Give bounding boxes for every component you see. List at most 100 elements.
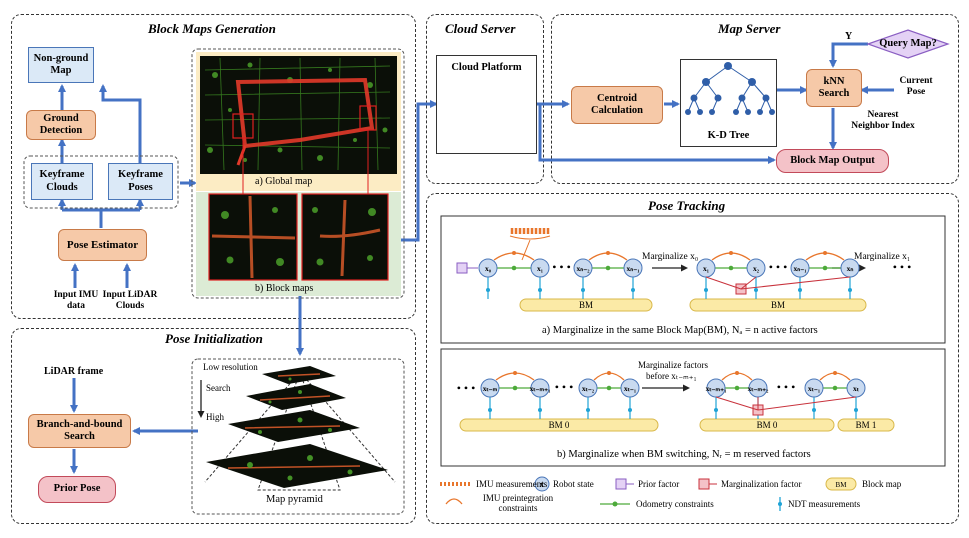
marg-before-1: Marginalize factors	[638, 360, 709, 370]
odometry-point	[832, 385, 838, 391]
robot-state-label: xₙ₋₁	[627, 264, 640, 273]
legend-block-map: Block map	[862, 479, 902, 489]
input-imu-label: Input IMU data	[53, 290, 99, 311]
legend-robot-state: Robot state	[553, 479, 594, 489]
cloud-platform-box: Cloud Platform	[436, 55, 537, 154]
ndt-point	[538, 408, 542, 412]
imu-preint-point	[512, 251, 516, 255]
ndt-point	[812, 408, 816, 412]
marg-edge	[705, 276, 742, 290]
kd-tree-box: K-D Tree	[680, 59, 777, 147]
robot-state-label: xₙ₋₁	[794, 264, 807, 273]
robot-state-node	[790, 258, 810, 278]
input-lidar-label: Input LiDAR Clouds	[102, 290, 158, 311]
imu-preint-point	[833, 371, 837, 375]
lidar-frame-label: LiDAR frame	[44, 366, 104, 377]
ground-detection-box: Ground Detection	[26, 110, 96, 140]
robot-state-label: xₜ₋ₘ₊₁	[530, 384, 551, 393]
imu-preint-point	[513, 371, 517, 375]
bm-bar	[519, 298, 653, 312]
ellipsis: • • •	[552, 260, 571, 274]
cloud-to-output-arrow	[538, 104, 776, 164]
robot-state-node	[620, 378, 640, 398]
global-map-image	[200, 56, 397, 174]
marg-edge	[757, 396, 857, 411]
robot-state-label: xₜ₋₁	[624, 384, 636, 393]
tracking-subfig-b	[440, 348, 946, 467]
block-map-right	[301, 193, 389, 281]
imu-measurement-marker	[510, 228, 550, 234]
robot-state-node	[478, 258, 498, 278]
ndt-point	[628, 408, 632, 412]
ellipsis: • • •	[769, 260, 788, 274]
pyramid-group-outline	[191, 358, 405, 515]
legend-odometry: Odometry constraints	[636, 499, 714, 509]
robot-state-label: xₜ₋ₘ₊₂	[748, 384, 770, 393]
kd-tree-label: K-D Tree	[707, 129, 750, 141]
ndt-point	[631, 288, 635, 292]
query-to-knn-arrow	[829, 42, 868, 68]
branch-bound-box: Branch-and-bound Search	[28, 414, 131, 448]
marg-x0-label: Marginalize x₀	[642, 252, 699, 262]
bm-bar	[459, 418, 659, 432]
odometry-point	[605, 265, 611, 271]
ndt-point	[848, 288, 852, 292]
keyframe-poses-box: Keyframe Poses	[108, 163, 173, 200]
pose-init-panel	[11, 328, 416, 524]
odometry-point	[511, 265, 517, 271]
block-maps-panel	[11, 14, 416, 319]
block-map-output-box: Block Map Output	[776, 149, 889, 173]
bm-label: BM	[771, 300, 785, 310]
robot-state-label: xₙ	[847, 264, 854, 273]
odometry-point	[734, 385, 740, 391]
query-map-label: Query Map?	[879, 38, 937, 49]
pose-init-title: Pose Initialization	[165, 331, 263, 346]
robot-state-label: x₁	[537, 264, 543, 273]
legend-ndt: NDT measurements	[788, 499, 861, 509]
y-label: Y	[845, 31, 853, 42]
block-maps-title: Block Maps Generation	[148, 21, 276, 36]
ellipsis: • • •	[777, 380, 796, 394]
knn-search-box: kNN Search	[806, 69, 862, 107]
legend-imu-meas: IMU measurements	[476, 479, 548, 489]
bm-label: BM	[579, 300, 593, 310]
ndt-point	[486, 288, 490, 292]
robot-state-label: x₀	[485, 264, 492, 273]
legend-graphics: x BM	[440, 476, 857, 511]
nearest-neighbor-label: Nearest Neighbor Index	[851, 110, 915, 131]
robot-state-node	[480, 378, 500, 398]
robot-state-label: xₜ₋ₘ₊₁	[706, 384, 727, 393]
cloud-platform-label: Cloud Platform	[451, 62, 522, 73]
imu-preint-point	[823, 251, 827, 255]
prior-factor	[456, 262, 468, 274]
tracking-subfig-a	[440, 215, 946, 344]
ellipsis: • • •	[555, 380, 574, 394]
keyframe-group-outline	[23, 155, 179, 209]
map-pyramid-graphic	[197, 366, 396, 491]
pose-tracking-panel	[426, 193, 959, 524]
imu-preint-point	[606, 251, 610, 255]
map-group-outline	[191, 48, 405, 299]
bm-bar	[699, 418, 835, 432]
keyframe-clouds-box: Keyframe Clouds	[31, 163, 93, 200]
robot-state-label: x₁	[703, 264, 709, 273]
ndt-point	[754, 288, 758, 292]
global-map-caption: a) Global map	[255, 176, 313, 187]
map-server-title: Map Server	[718, 21, 781, 36]
cloud-server-panel	[426, 14, 544, 184]
robot-state-node	[578, 378, 598, 398]
blockmaps-to-cloud-arrow	[400, 100, 438, 242]
imu-preint-point	[729, 251, 733, 255]
high-label: High	[206, 412, 224, 422]
marg-edge	[715, 396, 759, 411]
robot-state-label: xₜ₋ₘ	[483, 384, 498, 393]
marg-before-2: before xₜ₋ₘ₊₁	[646, 371, 697, 381]
odometry-point	[606, 385, 612, 391]
ellipsis: • • •	[457, 381, 476, 395]
robot-state-node	[623, 258, 643, 278]
block-maps-caption: b) Block maps	[255, 283, 314, 294]
map-pyramid-label: Map pyramid	[266, 494, 323, 505]
ndt-point	[538, 288, 542, 292]
